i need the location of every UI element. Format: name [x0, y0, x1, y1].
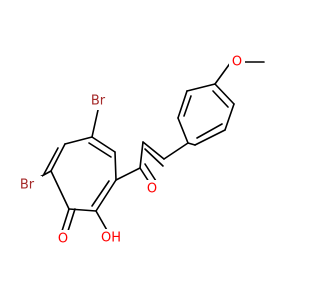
- atom-o-ketone-label: O: [58, 232, 68, 247]
- bond: [177, 117, 189, 144]
- bond: [224, 103, 235, 131]
- bond: [183, 95, 192, 117]
- atom-br-top: Br: [83, 92, 113, 110]
- bond: [95, 210, 109, 233]
- atom-br-top-label: Br: [91, 94, 106, 109]
- bond-lines: [28, 61, 265, 233]
- atom-oh-label: OH: [101, 231, 121, 246]
- atom-o-methoxy-label: O: [232, 55, 242, 70]
- atom-o-enone-label: O: [147, 182, 157, 197]
- bond: [91, 136, 116, 153]
- bond: [95, 179, 117, 212]
- bond: [88, 142, 112, 158]
- bond: [212, 90, 229, 108]
- bond: [144, 148, 164, 167]
- atom-labels: Br Br O OH O O: [12, 53, 245, 248]
- bond: [187, 142, 196, 146]
- bond: [214, 61, 232, 85]
- bond: [50, 170, 70, 210]
- bond: [67, 208, 76, 232]
- bond: [142, 141, 165, 160]
- atom-oh: OH: [97, 229, 125, 247]
- bond: [68, 208, 97, 212]
- bond: [214, 83, 235, 105]
- bond: [64, 136, 93, 145]
- bond: [163, 142, 189, 160]
- bond: [114, 151, 117, 181]
- bond: [115, 167, 141, 181]
- molecule-diagram: Br Br O OH O O: [12, 53, 265, 248]
- bond: [186, 83, 216, 92]
- bond: [194, 129, 226, 146]
- bond: [139, 141, 144, 169]
- bond: [144, 163, 157, 182]
- atom-o-methoxy: O: [229, 53, 245, 71]
- atom-br-left: Br: [12, 176, 42, 194]
- bond: [91, 109, 99, 138]
- atom-o-ketone: O: [55, 230, 71, 248]
- atom-br-left-label: Br: [20, 178, 35, 193]
- bond: [50, 143, 66, 172]
- bond: [91, 180, 110, 207]
- bond: [196, 123, 223, 139]
- bond: [43, 147, 59, 175]
- bond: [61, 208, 70, 232]
- bond: [177, 90, 188, 119]
- atom-o-enone: O: [144, 180, 160, 198]
